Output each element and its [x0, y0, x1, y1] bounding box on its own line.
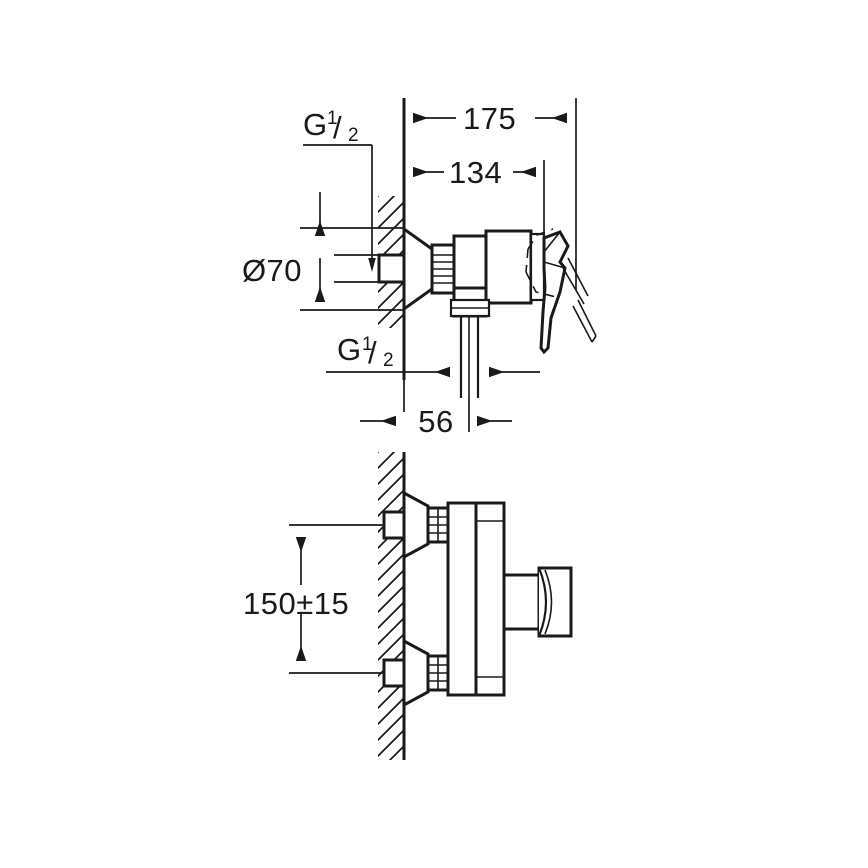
thread-upper-slash: /	[333, 110, 342, 145]
thread-upper-denominator: 2	[348, 125, 359, 146]
thread-lower-slash: /	[368, 335, 377, 370]
thread-lower-letter: G	[337, 332, 362, 367]
dimension-56-label: 56	[418, 404, 453, 439]
lever-handle-upper	[525, 228, 597, 355]
thread-upper-letter: G	[303, 107, 328, 142]
dimension-56: 56	[360, 398, 512, 439]
dimension-134: 134	[413, 155, 545, 236]
escutcheon-upper	[402, 226, 434, 312]
leader-thread-upper: G 1 / 2	[303, 107, 376, 272]
inlet-assembly-bottom-lower	[382, 638, 450, 708]
inlet-assembly-top-lower	[382, 490, 450, 560]
leader-arrow-upper	[368, 258, 376, 272]
shower-hose-upper	[459, 316, 480, 398]
outlet-spout-lower	[502, 566, 573, 638]
thread-lower-numerator: 1	[362, 334, 373, 355]
dimension-175-label: 175	[463, 101, 516, 136]
mixer-body-lower	[446, 501, 506, 697]
front-section-view: 150±15	[243, 452, 573, 760]
thread-upper-numerator: 1	[327, 108, 338, 129]
leader-thread-lower: G 1 / 2	[326, 332, 540, 412]
dimension-d70-label: Ø70	[242, 253, 302, 288]
side-elevation-view: 175 134 Ø70	[242, 98, 597, 439]
dimension-175: 175	[403, 98, 577, 290]
mixer-body-upper	[449, 229, 546, 318]
wall-lower	[378, 452, 406, 760]
dimension-150-label: 150±15	[243, 586, 349, 621]
union-nut-upper	[430, 243, 456, 295]
lever-handle-ghost-upper	[525, 228, 557, 298]
inlet-nipple-upper	[377, 253, 408, 284]
thread-lower-denominator: 2	[383, 350, 394, 371]
dimension-134-label: 134	[449, 155, 502, 190]
dimension-150: 150±15	[243, 524, 384, 674]
dimension-d70: Ø70	[242, 192, 404, 311]
wall-hatching-lower	[378, 452, 404, 760]
